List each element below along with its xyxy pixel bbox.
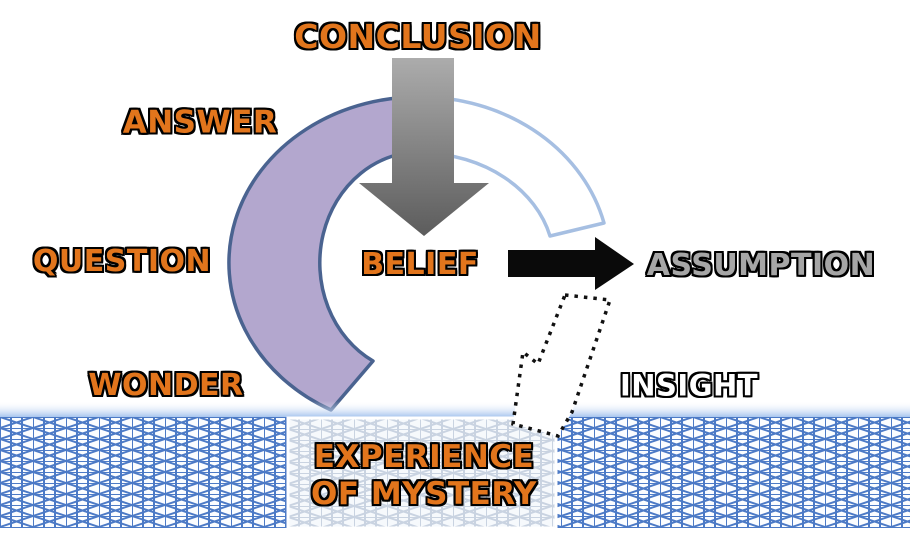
cycle-arc-open-white [423, 95, 606, 238]
label-belief: BELIEF [361, 247, 479, 282]
mystery-highlight-panel [286, 416, 558, 530]
conclusion-to-belief-arrow [359, 58, 489, 236]
label-insight: INSIGHT [619, 368, 759, 403]
label-experience-line2: OF MYSTERY [311, 476, 537, 512]
label-answer: ANSWER [122, 104, 278, 141]
label-conclusion: CONCLUSION [294, 17, 542, 57]
label-assumption: ASSUMPTION [646, 248, 876, 283]
label-experience-of-mystery: EXPERIENCE OF MYSTERY [311, 439, 537, 513]
belief-to-assumption-arrow [508, 237, 634, 290]
ground-gradient-edge [0, 401, 910, 418]
insight-dotted-arrow [511, 293, 613, 439]
label-wonder: WONDER [88, 368, 244, 403]
label-question: QUESTION [32, 244, 212, 279]
label-experience-line1: EXPERIENCE [313, 438, 535, 475]
